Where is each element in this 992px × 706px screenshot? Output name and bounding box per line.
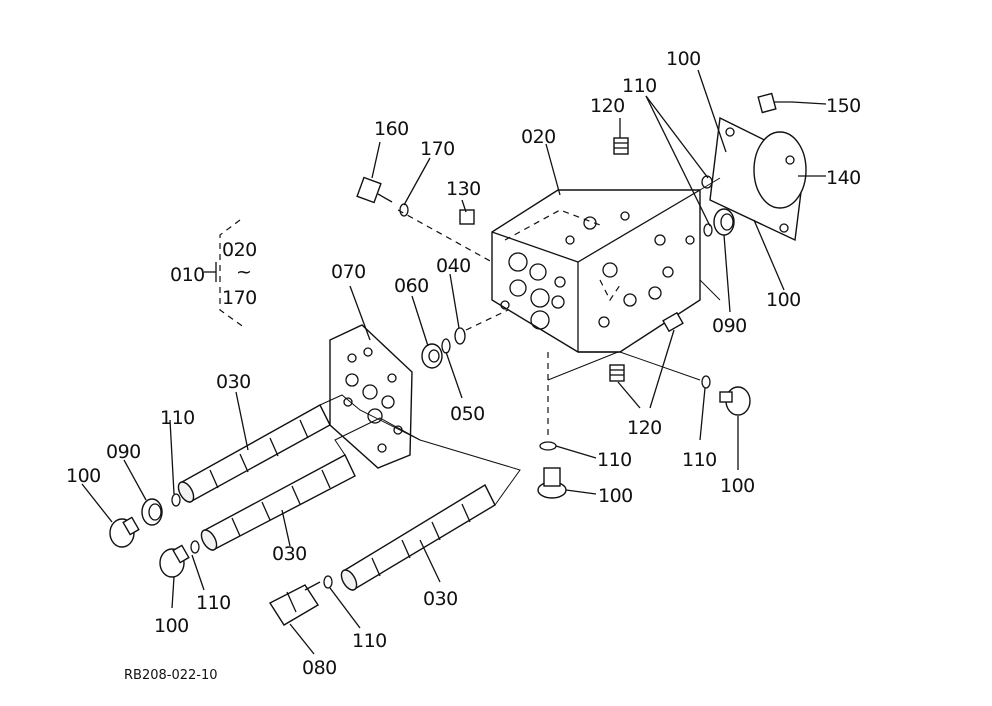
label-050: 050	[450, 403, 485, 425]
label-010: 010	[170, 264, 205, 286]
label-130: 130	[446, 178, 481, 200]
label-010-range-tilde: ~	[236, 261, 251, 283]
label-110-bottom: 110	[597, 449, 632, 471]
label-120-bottom: 120	[627, 417, 662, 439]
bolt-160[interactable]	[356, 176, 393, 204]
plug-left-upper[interactable]	[109, 516, 140, 548]
label-110-lower: 110	[352, 630, 387, 652]
label-010-range-start: 020	[222, 239, 257, 261]
cap-left[interactable]	[141, 498, 163, 526]
valve-block[interactable]	[491, 189, 701, 353]
set-screw-130[interactable]	[459, 209, 475, 225]
drawing-code: RB208-022-10	[124, 668, 218, 683]
spool-leader-lines	[319, 394, 521, 506]
leader-lines	[81, 69, 827, 655]
label-160: 160	[374, 118, 409, 140]
label-110-right: 110	[682, 449, 717, 471]
label-110-left: 110	[160, 407, 195, 429]
cover-plate[interactable]	[709, 116, 807, 242]
label-150: 150	[826, 95, 861, 117]
label-010-range-end: 170	[222, 287, 257, 309]
fork-end[interactable]	[268, 581, 321, 626]
label-030-upper: 030	[216, 371, 251, 393]
label-100-left-upper: 100	[66, 465, 101, 487]
label-100-side: 100	[766, 289, 801, 311]
label-070: 070	[331, 261, 366, 283]
label-100-top: 100	[666, 48, 701, 70]
spool-upper[interactable]	[175, 404, 331, 505]
plug-bottom[interactable]	[537, 467, 567, 499]
label-090-left: 090	[106, 441, 141, 463]
seal[interactable]	[421, 343, 443, 369]
label-100-bottom: 100	[598, 485, 633, 507]
bolt-150[interactable]	[757, 92, 792, 114]
spool-middle[interactable]	[198, 454, 356, 553]
label-080: 080	[302, 657, 337, 679]
label-030-middle: 030	[272, 543, 307, 565]
set-screw-top[interactable]	[613, 137, 629, 155]
label-060: 060	[394, 275, 429, 297]
gasket-plate[interactable]	[329, 324, 413, 469]
label-100-right: 100	[720, 475, 755, 497]
plug-left-lower[interactable]	[159, 544, 190, 578]
label-030-lower: 030	[423, 588, 458, 610]
label-170: 170	[420, 138, 455, 160]
label-140: 140	[826, 167, 861, 189]
label-110-middle: 110	[196, 592, 231, 614]
cap-right[interactable]	[713, 208, 735, 236]
label-120-top: 120	[590, 95, 625, 117]
label-100-left-lower: 100	[154, 615, 189, 637]
label-090-right: 090	[712, 315, 747, 337]
set-screw-bottom[interactable]	[609, 364, 625, 382]
spool-lower[interactable]	[338, 484, 496, 593]
label-040: 040	[436, 255, 471, 277]
label-020: 020	[521, 126, 556, 148]
plug-right[interactable]	[719, 386, 751, 416]
label-110-top: 110	[622, 75, 657, 97]
set-screw-side[interactable]	[662, 311, 684, 333]
